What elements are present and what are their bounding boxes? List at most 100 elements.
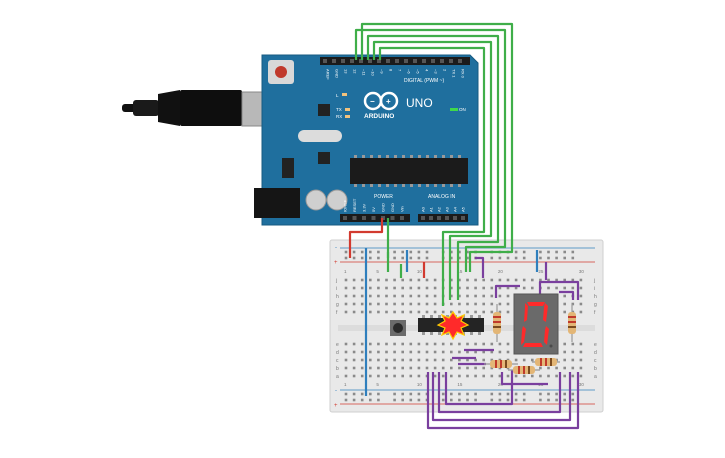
wire-purple-top-1[interactable] [475,256,485,278]
breadboard-hole[interactable] [377,342,380,346]
breadboard-hole[interactable] [433,374,437,378]
rail-hole[interactable] [360,398,364,402]
rail-hole[interactable] [563,256,566,260]
breadboard-hole[interactable] [563,310,566,314]
breadboard-hole[interactable] [563,278,566,282]
breadboard-hole[interactable] [506,342,510,346]
breadboard-hole[interactable] [417,294,421,298]
breadboard-hole[interactable] [482,302,485,306]
breadboard-hole[interactable] [506,294,510,298]
breadboard-hole[interactable] [433,302,437,306]
rail-hole[interactable] [401,250,404,254]
breadboard-hole[interactable] [360,358,364,362]
breadboard-hole[interactable] [571,358,575,362]
digital-pin-hole[interactable] [413,59,417,63]
breadboard-hole[interactable] [482,374,485,378]
rail-hole[interactable] [344,398,348,402]
rail-hole[interactable] [417,392,421,396]
rail-hole[interactable] [401,398,404,402]
analog-pin-hole[interactable] [429,216,433,220]
breadboard-hole[interactable] [514,286,518,290]
breadboard-hole[interactable] [506,350,510,354]
breadboard-hole[interactable] [555,366,558,370]
breadboard-hole[interactable] [433,310,437,314]
rail-hole[interactable] [466,398,469,402]
rail-hole[interactable] [547,250,550,254]
rail-hole[interactable] [360,256,364,260]
rail-hole[interactable] [571,392,575,396]
breadboard-hole[interactable] [393,302,396,306]
breadboard-hole[interactable] [571,278,575,282]
breadboard-hole[interactable] [393,358,396,362]
breadboard-hole[interactable] [563,366,566,370]
breadboard-hole[interactable] [377,310,380,314]
breadboard-hole[interactable] [385,342,388,346]
breadboard-hole[interactable] [385,302,388,306]
breadboard-hole[interactable] [563,302,566,306]
breadboard-hole[interactable] [417,278,421,282]
breadboard-hole[interactable] [474,286,477,290]
rail-hole[interactable] [474,398,477,402]
breadboard-hole[interactable] [393,278,396,282]
breadboard-hole[interactable] [409,366,413,370]
breadboard-hole[interactable] [474,374,477,378]
ic-chip[interactable] [418,310,484,341]
breadboard-hole[interactable] [514,278,518,282]
power-pin-hole[interactable] [371,216,376,220]
rail-hole[interactable] [458,256,461,260]
breadboard-hole[interactable] [466,366,469,370]
breadboard-hole[interactable] [352,278,356,282]
breadboard-hole[interactable] [482,350,485,354]
breadboard-hole[interactable] [450,342,453,346]
breadboard-hole[interactable] [563,350,566,354]
breadboard-hole[interactable] [425,302,429,306]
digital-pin-hole[interactable] [332,59,336,63]
breadboard-hole[interactable] [425,366,429,370]
rail-hole[interactable] [555,256,558,260]
wire-green-3[interactable] [366,34,500,300]
breadboard-hole[interactable] [425,342,429,346]
wire-green-4[interactable] [372,40,493,300]
breadboard-hole[interactable] [344,366,348,370]
breadboard-hole[interactable] [352,342,356,346]
rail-hole[interactable] [490,398,494,402]
breadboard-hole[interactable] [450,278,453,282]
power-pin-hole[interactable] [390,216,395,220]
breadboard-hole[interactable] [385,366,388,370]
breadboard-hole[interactable] [506,374,510,378]
power-pin-hole[interactable] [362,216,366,220]
breadboard-hole[interactable] [433,366,437,370]
breadboard-hole[interactable] [360,278,364,282]
breadboard-hole[interactable] [474,302,477,306]
rail-hole[interactable] [547,392,550,396]
breadboard-hole[interactable] [385,350,388,354]
breadboard-hole[interactable] [433,350,437,354]
rail-hole[interactable] [490,392,494,396]
breadboard-hole[interactable] [450,302,453,306]
analog-pin-hole[interactable] [461,216,465,220]
breadboard-hole[interactable] [458,350,461,354]
breadboard-hole[interactable] [466,374,469,378]
breadboard-hole[interactable] [409,350,413,354]
rail-hole[interactable] [377,250,380,254]
breadboard-hole[interactable] [450,294,453,298]
rail-hole[interactable] [514,250,518,254]
breadboard-hole[interactable] [433,294,437,298]
analog-header[interactable] [418,214,468,222]
digital-pin-hole[interactable] [422,59,426,63]
breadboard-hole[interactable] [344,358,348,362]
rail-hole[interactable] [409,398,413,402]
usb-cable[interactable] [122,90,269,127]
digital-pin-hole[interactable] [458,59,462,63]
rail-hole[interactable] [352,392,356,396]
breadboard-hole[interactable] [360,286,364,290]
rail-hole[interactable] [401,392,404,396]
breadboard-hole[interactable] [514,358,518,362]
breadboard-hole[interactable] [417,366,421,370]
rail-hole[interactable] [360,392,364,396]
wire-purple-loop-3[interactable] [437,372,562,414]
breadboard-hole[interactable] [377,366,380,370]
breadboard-hole[interactable] [417,350,421,354]
rail-hole[interactable] [571,256,575,260]
seven-segment-display[interactable]: 0 [0,0,559,355]
